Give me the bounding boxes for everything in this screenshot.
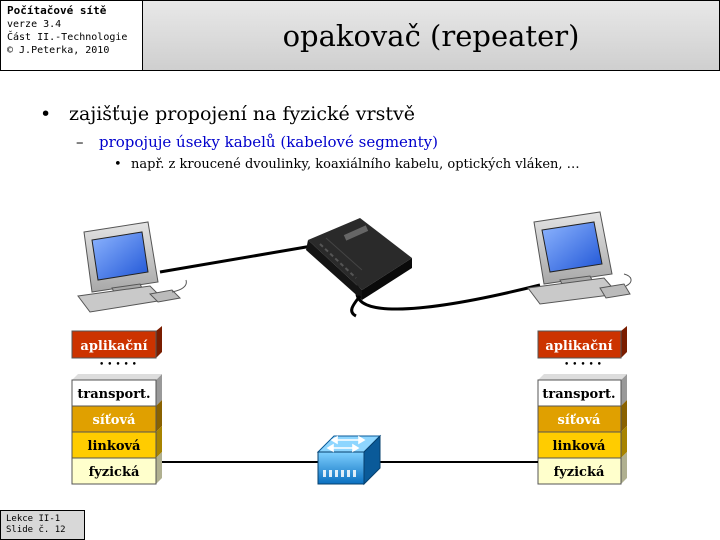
course-version: verze 3.4: [7, 19, 62, 30]
layer-application: aplikační: [71, 326, 162, 359]
layer-link: linková: [71, 426, 162, 459]
bullet-level1-text: zajišťuje propojení na fyzické vrstvě: [69, 103, 415, 125]
slide-info-box: Lekce II-1 Slide č. 12: [0, 510, 85, 540]
bullet-dot: •: [114, 157, 122, 172]
layer-physical-label: fyzická: [89, 465, 140, 480]
computer-icon: [527, 211, 632, 305]
cable-right: [355, 281, 541, 311]
lecture-number: Lekce II-1: [6, 514, 61, 524]
layer-transport: transport.: [71, 374, 162, 407]
layer-ellipsis: • • • • •: [99, 360, 137, 370]
bullet-dot: •: [40, 103, 52, 125]
layer-physical: fyzická: [71, 452, 162, 485]
course-part: Část II.-Technologie: [7, 32, 128, 43]
layer-network: síťová: [71, 400, 162, 433]
layer-application-label: aplikační: [545, 339, 612, 354]
layer-network-label: síťová: [93, 413, 136, 428]
layer-application-label: aplikační: [80, 339, 147, 354]
course-info-box: Počítačové sítě verze 3.4 Část II.-Techn…: [0, 0, 143, 71]
title-band: opakovač (repeater): [143, 0, 720, 71]
layer-transport: transport.: [537, 374, 627, 407]
bullet-level3-text: např. z kroucené dvoulinky, koaxiálního …: [131, 157, 580, 172]
repeater-symbol-icon: [316, 434, 382, 486]
course-author: © J.Peterka, 2010: [7, 45, 110, 56]
protocol-stack-right: aplikační • • • • • transport. síťová li…: [537, 326, 627, 485]
bullet-dash: –: [76, 133, 84, 151]
layer-link: linková: [537, 426, 627, 459]
layer-transport-label: transport.: [542, 387, 615, 402]
course-name: Počítačové sítě: [7, 4, 107, 17]
cable-left: [159, 244, 313, 274]
layer-network: síťová: [537, 400, 627, 433]
slide-title: opakovač (repeater): [282, 18, 580, 53]
repeater-device-icon: [306, 218, 412, 318]
layer-application: aplikační: [537, 326, 627, 359]
layer-link-label: linková: [88, 439, 142, 454]
layer-physical-label: fyzická: [554, 465, 605, 480]
bullet-level2-text: propojuje úseky kabelů (kabelové segment…: [99, 133, 438, 151]
layer-transport-label: transport.: [77, 387, 150, 402]
protocol-stack-left: aplikační • • • • • transport. síťová li…: [71, 326, 162, 485]
layer-link-label: linková: [553, 439, 607, 454]
layer-ellipsis: • • • • •: [564, 360, 602, 370]
computer-icon: [77, 221, 187, 313]
layer-physical: fyzická: [537, 452, 627, 485]
slide-number: Slide č. 12: [6, 525, 66, 535]
layer-network-label: síťová: [558, 413, 601, 428]
